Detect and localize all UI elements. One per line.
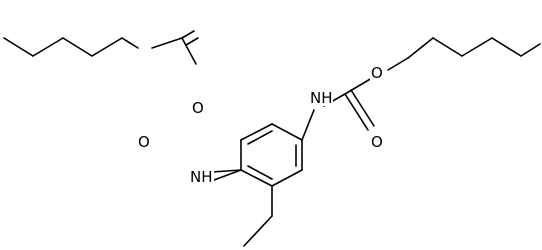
bond-chain-left-4 bbox=[91, 37, 123, 57]
atom-oxygen-left-carbonyl: O bbox=[192, 99, 204, 117]
atom-oxygen-right-ester: O bbox=[371, 64, 383, 82]
bond-methyl-end bbox=[243, 215, 273, 247]
bond-chain-right-2 bbox=[407, 37, 434, 59]
bond-carbonyl-left-double-a bbox=[181, 30, 195, 39]
bond-carbonyl-left-n bbox=[181, 37, 197, 65]
bond-chain-left-2 bbox=[32, 37, 64, 57]
bond-chain-right-6 bbox=[520, 43, 541, 57]
atom-oxygen-right-carbonyl: O bbox=[371, 133, 383, 151]
bond-ring-2 bbox=[240, 123, 273, 141]
bond-chain-right-4 bbox=[461, 37, 493, 57]
bond-chain-left-1 bbox=[3, 37, 34, 57]
bond-carbonyl-right-double-b bbox=[350, 89, 375, 127]
bond-carbonyl-right-double-a bbox=[344, 93, 369, 131]
atom-oxygen-left-ester: O bbox=[138, 133, 150, 151]
bond-ring-5 bbox=[271, 169, 303, 187]
label-bg-o3 bbox=[370, 63, 386, 81]
atom-nh-right: NH bbox=[310, 89, 333, 107]
bond-chain-right-5 bbox=[491, 37, 522, 57]
bond-o-carbonyl-left bbox=[151, 37, 183, 49]
bond-chain-right-1 bbox=[387, 57, 409, 71]
bond-ring-3 bbox=[271, 123, 303, 141]
bond-chain-left-5 bbox=[121, 37, 139, 49]
label-bg-o4 bbox=[370, 132, 386, 150]
bond-ring-right-n bbox=[301, 109, 315, 141]
bond-ring-inner-3 bbox=[247, 165, 273, 180]
bond-left-n-ring bbox=[211, 169, 242, 173]
label-bg-n1 bbox=[190, 167, 214, 185]
bond-carbonyl-right-o bbox=[344, 77, 373, 95]
label-bg-o2 bbox=[191, 98, 207, 116]
label-bg-n2 bbox=[309, 88, 333, 106]
bond-chain-right-3 bbox=[432, 37, 463, 57]
bond-ring-6 bbox=[240, 169, 273, 187]
bond-carbonyl-left-double-b bbox=[185, 37, 199, 46]
bond-ring-inner-1 bbox=[247, 130, 273, 145]
atom-nh-left: NH bbox=[190, 168, 213, 186]
bond-chain-left-3 bbox=[62, 37, 93, 57]
label-bg-o1 bbox=[137, 132, 153, 150]
